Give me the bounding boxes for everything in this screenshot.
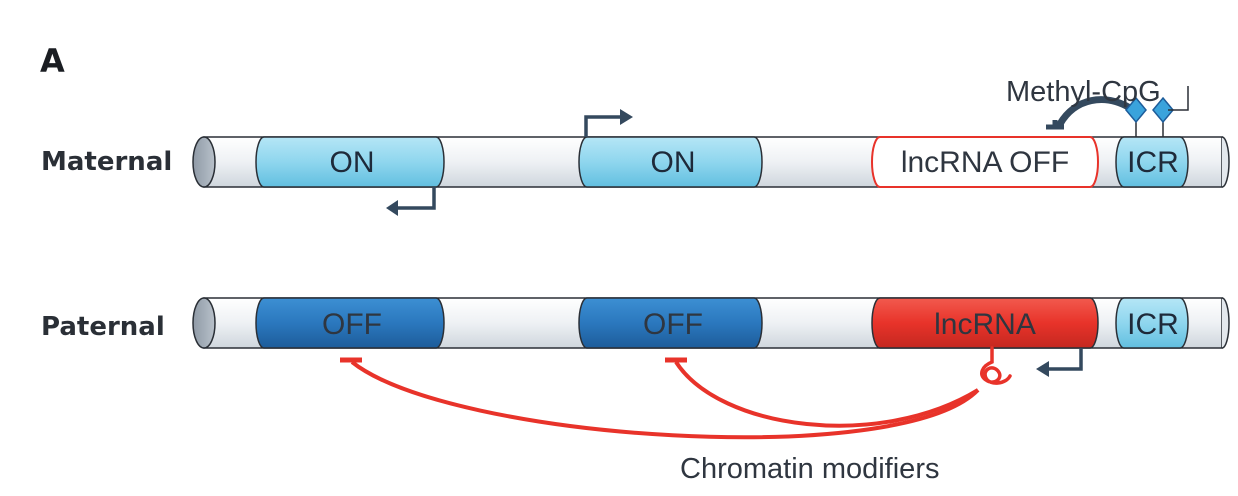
maternal-right-end	[1221, 136, 1230, 188]
methyl-diamond-1	[1125, 96, 1147, 124]
methyl-callout-line	[1168, 86, 1189, 111]
maternal-row-label: Maternal	[41, 147, 172, 177]
paternal-lncrna-label: lncRNA	[934, 308, 1036, 341]
paternal-icr-label: ICR	[1127, 308, 1179, 341]
maternal-gene-segment-1	[255, 136, 445, 188]
panel-label: A	[40, 42, 65, 80]
paternal-segment-1-label: OFF	[322, 308, 382, 341]
maternal-icr-label: ICR	[1127, 146, 1179, 179]
maternal-arrow-1	[386, 187, 436, 216]
paternal-lncrna-segment	[871, 297, 1099, 349]
paternal-chromosome: OFF OFF lncRNA ICR	[192, 297, 1230, 349]
paternal-row-label: Paternal	[41, 312, 165, 342]
maternal-lncrna-label: lncRNA OFF	[901, 146, 1069, 179]
methyl-cpg-label: Methyl-CpG	[1006, 76, 1161, 108]
maternal-lncrna-segment	[871, 136, 1099, 188]
maternal-chromosome: ON ON lncRNA OFF ICR	[192, 136, 1230, 188]
chromatin-modifiers-label: Chromatin modifiers	[680, 453, 939, 485]
methyl-repression-arrow	[1046, 96, 1134, 130]
paternal-lncrna-arrow	[1036, 348, 1083, 377]
paternal-left-cap	[192, 297, 216, 349]
methyl-cpg-marks	[1125, 86, 1189, 137]
maternal-left-cap	[192, 136, 216, 188]
maternal-segment-1-label: ON	[330, 146, 375, 179]
paternal-gene-segment-1	[255, 297, 445, 349]
modifier-line-to-segment-2	[674, 360, 980, 428]
maternal-gene-segment-2	[578, 136, 763, 188]
paternal-icr-segment	[1115, 297, 1189, 349]
paternal-gene-segment-2	[578, 297, 763, 349]
modifier-line-to-segment-1	[350, 360, 980, 440]
lncrna-transcript-icon	[980, 346, 1012, 385]
paternal-segment-2-label: OFF	[643, 308, 703, 341]
paternal-right-end	[1221, 297, 1230, 349]
chromatin-modifier-lines	[340, 357, 980, 440]
maternal-arrow-2	[584, 109, 633, 137]
maternal-icr-segment	[1115, 136, 1189, 188]
maternal-segment-2-label: ON	[651, 146, 696, 179]
methyl-diamond-2	[1152, 96, 1174, 124]
